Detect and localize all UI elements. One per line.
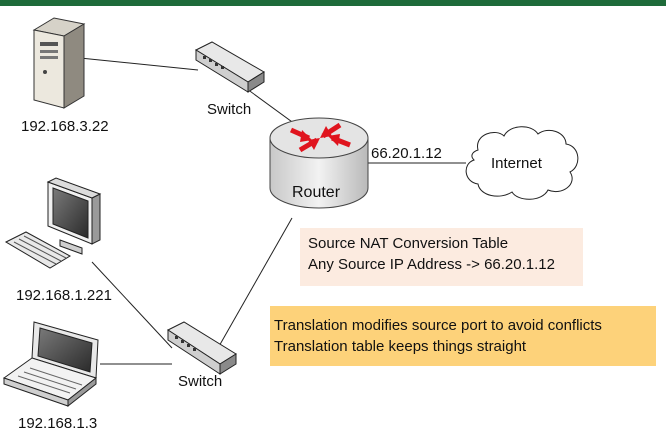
server-icon: [32, 17, 86, 109]
switch-top-icon: [194, 41, 265, 93]
switch-bottom-icon: [166, 321, 237, 375]
switch-bottom-label: Switch: [178, 373, 223, 390]
internet-cloud-icon: [465, 126, 579, 200]
note-translation-table: Translation table keeps things straight: [274, 338, 527, 355]
switch-top-label: Switch: [207, 101, 252, 118]
laptop-ip-label: 192.168.1.3: [18, 415, 98, 432]
laptop-icon: [2, 321, 99, 408]
link-server-switch: [79, 57, 199, 71]
desktop-ip-label: 192.168.1.221: [16, 287, 112, 304]
router-arrows: [289, 122, 351, 153]
nat-table-box: Source NAT Conversion Table Any Source I…: [300, 228, 583, 286]
internet-label: Internet: [491, 155, 542, 172]
header-bar: [0, 0, 666, 6]
note-source-port: Translation modifies source port to avoi…: [274, 317, 602, 334]
translation-notes-box: Translation modifies source port to avoi…: [270, 306, 656, 366]
router-public-ip-label: 66.20.1.12: [371, 145, 442, 162]
nat-table-rule: Any Source IP Address -> 66.20.1.12: [308, 256, 555, 273]
router-icon: [269, 117, 369, 209]
link-router-bottom-switch: [217, 217, 293, 349]
link-desktop-bottom-switch: [91, 261, 173, 349]
router-label: Router: [292, 184, 341, 201]
desktop-computer-icon: [4, 177, 102, 269]
nat-table-title: Source NAT Conversion Table: [308, 235, 509, 252]
server-ip-label: 192.168.3.22: [21, 118, 109, 135]
